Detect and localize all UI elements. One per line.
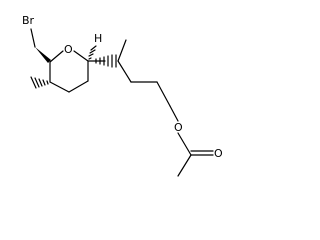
bond-o-c2: [73, 50, 89, 62]
bond-chain-1: [117, 60, 132, 83]
hash-c5-methyl: [30, 76, 49, 89]
atom-ester-oxygen: O: [174, 121, 183, 134]
hash-c2-sidechain: [95, 54, 117, 68]
bond-br-ch2: [30, 28, 36, 48]
bond-carbonyl-methyl: [177, 154, 192, 177]
bond-c4-c3: [68, 80, 89, 93]
bond-c6-o: [49, 50, 64, 63]
bond-chain-4: [169, 105, 179, 122]
atom-bromine: Br: [22, 14, 35, 27]
atom-ring-oxygen: O: [64, 43, 73, 56]
bond-chain-3: [156, 81, 171, 107]
molecule-canvas: Br O H: [22, 14, 223, 177]
bond-c5-c4: [49, 81, 70, 93]
bond-sidechain-methyl: [117, 39, 127, 62]
wedge-ch2-c6: [35, 47, 51, 63]
molecule-structure: Br O H: [22, 14, 223, 177]
atom-ring-hydrogen: H: [94, 32, 102, 45]
bond-o-carbonyl: [177, 132, 192, 156]
atom-carbonyl-oxygen: O: [214, 147, 223, 160]
hash-c2-h: [88, 45, 97, 60]
